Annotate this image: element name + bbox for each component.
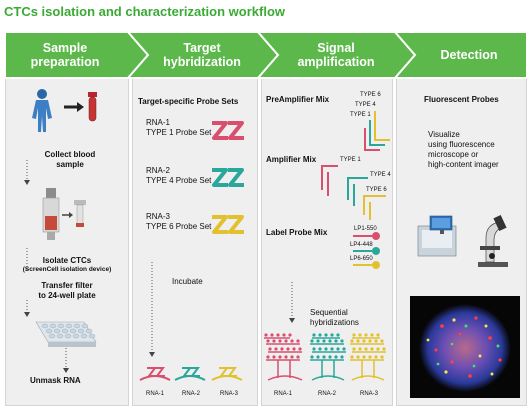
zz-probe-teal-icon	[212, 168, 244, 187]
label-probe-lp1: LP1-550	[354, 226, 377, 232]
amplifier-heading: Amplifier Mix	[266, 155, 317, 164]
amplifier-lines	[321, 165, 386, 220]
panel-target-hybridization	[132, 34, 258, 406]
amplified-tree-yellow-icon	[350, 337, 386, 381]
label-probe-lp4: LP4-448	[350, 242, 373, 248]
unmask-rna-text: Unmask RNA	[30, 376, 81, 385]
step-arrow-4	[392, 31, 528, 79]
signal-rna-1-bottom-label: RNA-1	[274, 391, 293, 397]
preamplifier-lines	[364, 111, 390, 151]
amp-type-6: TYPE 6	[366, 187, 387, 193]
isolate-ctcs-text: Isolate CTCs	[42, 256, 92, 265]
arrow-icon	[62, 212, 73, 218]
high-content-imager-icon	[417, 215, 457, 257]
preamplifier-heading: PreAmplifier Mix	[266, 95, 330, 104]
target-rna-2-bottom-label: RNA-2	[182, 391, 201, 397]
down-arrow-icon-2	[24, 248, 30, 317]
rna-1-target-icon	[139, 367, 171, 381]
target-rna-1-bottom-label: RNA-1	[146, 391, 165, 397]
well-plate-icon	[35, 321, 97, 347]
probe-sets-heading: Target-specific Probe Sets	[138, 97, 239, 106]
fluorescent-cell-image	[410, 296, 520, 398]
detection-description: Visualize using fluorescence microscope …	[428, 130, 499, 169]
label-probe-lines	[353, 235, 372, 266]
amplified-tree-teal-dots	[310, 333, 346, 359]
zz-probe-yellow-icon	[212, 215, 244, 234]
down-arrow-icon-5	[289, 282, 295, 323]
fluorescent-probes-heading: Fluorescent Probes	[424, 95, 499, 104]
signal-rna-2-bottom-label: RNA-2	[318, 391, 337, 397]
signal-rna-3-bottom-label: RNA-3	[360, 391, 379, 397]
label-probe-dots	[372, 232, 380, 269]
incubate-text: Incubate	[172, 277, 203, 286]
down-arrow-icon-3	[63, 348, 69, 373]
label-probe-lp6: LP6-650	[350, 256, 373, 262]
target-rna-3-bottom-label: RNA-3	[220, 391, 239, 397]
human-body-icon	[32, 89, 52, 132]
collect-blood-text: Collect blood sample	[44, 150, 96, 169]
rna-2-target-icon	[174, 367, 206, 381]
amp-type-4: TYPE 4	[370, 172, 391, 178]
amp-type-1: TYPE 1	[340, 157, 361, 163]
right-arrow-icon	[64, 102, 84, 112]
type-4-probe-label: TYPE 4 Probe Set	[146, 176, 212, 185]
rna-3-label: RNA-3	[146, 212, 171, 221]
preamp-type-1: TYPE 1	[350, 112, 371, 118]
page-title: CTCs isolation and characterization work…	[4, 4, 285, 19]
isolation-device-text: (ScreenCell isolation device)	[22, 266, 112, 273]
step-label-detection: Detection	[440, 48, 498, 62]
sequential-hybridizations-text: Sequential hybridizations	[310, 308, 359, 327]
down-arrow-icon	[24, 160, 30, 185]
down-arrow-icon-4	[149, 262, 155, 357]
transfer-filter-text: Transfer filter to 24-well plate	[38, 281, 96, 300]
amplified-tree-teal-icon	[310, 337, 346, 381]
isolation-device-icon	[42, 188, 60, 240]
blood-tube-icon	[88, 92, 97, 122]
type-6-probe-label: TYPE 6 Probe Set	[146, 222, 212, 231]
type-1-probe-label: TYPE 1 Probe Set	[146, 128, 212, 137]
zz-probe-red-icon	[212, 121, 244, 140]
amplified-tree-yellow-dots	[350, 333, 386, 359]
rna-1-label: RNA-1	[146, 118, 171, 127]
amplified-tree-red-dots	[264, 333, 302, 359]
preamp-type-6: TYPE 6	[360, 92, 381, 98]
label-probe-heading: Label Probe Mix	[266, 228, 328, 237]
preamp-type-4: TYPE 4	[355, 102, 376, 108]
rna-3-target-icon	[211, 367, 243, 381]
rna-2-label: RNA-2	[146, 166, 171, 175]
amplified-tree-red-icon	[264, 337, 303, 381]
filter-icon	[74, 200, 86, 227]
microscope-icon	[478, 214, 508, 267]
